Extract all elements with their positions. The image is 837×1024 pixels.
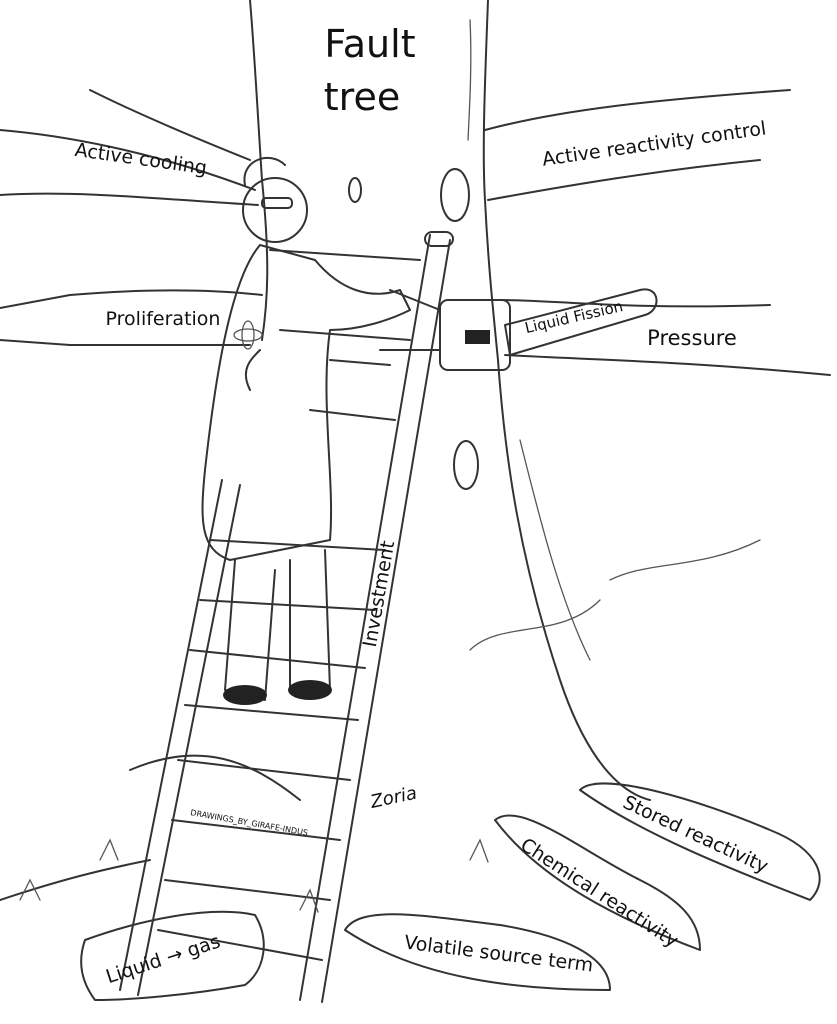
branches [0, 89, 831, 1001]
label-pressure: Pressure [647, 326, 737, 350]
label-stored-reactivity: Stored reactivity [620, 791, 772, 877]
label-investment: Investment [359, 539, 399, 649]
title-line2: tree [324, 75, 400, 119]
chainsaw [379, 288, 658, 371]
ladder [119, 231, 454, 1003]
watermark-text: DRAWINGS_BY_GIRAFE-INDUS [190, 808, 309, 838]
label-active-cooling: Active cooling [73, 139, 208, 179]
label-liquid-to-gas: Liquid → gas [103, 930, 223, 988]
title-line1: Fault [324, 22, 415, 66]
artist-signature: Zoria [368, 783, 419, 813]
scientist-figure [201, 156, 411, 705]
label-proliferation: Proliferation [106, 308, 221, 330]
